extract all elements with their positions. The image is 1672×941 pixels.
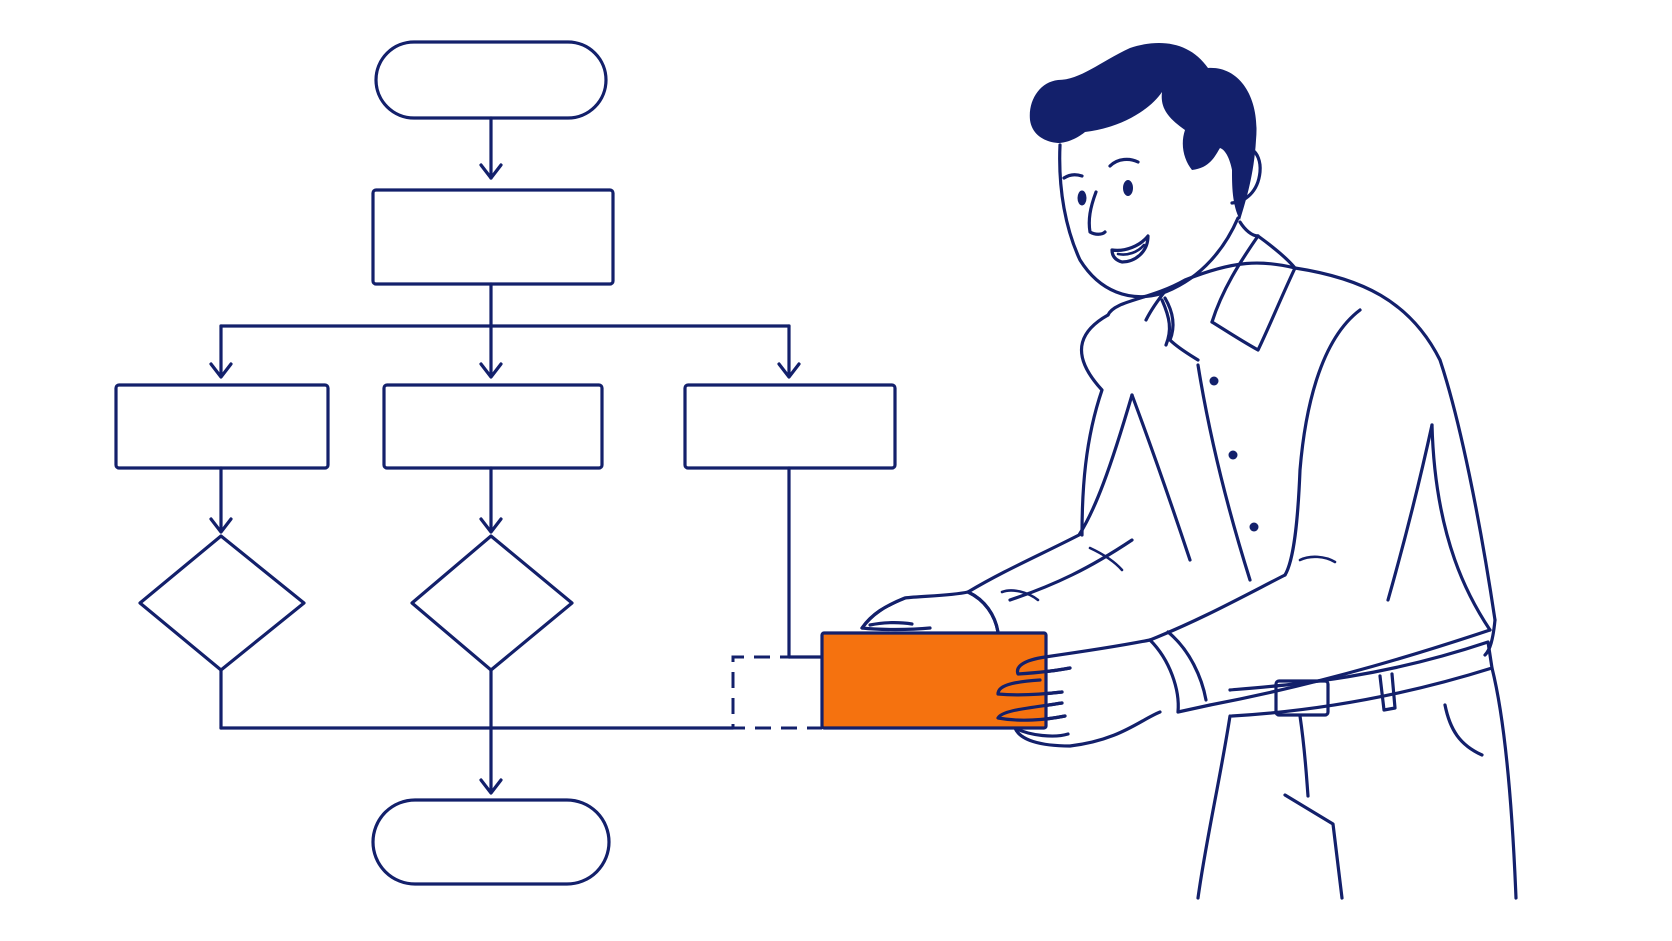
finger-overlay <box>996 678 1064 697</box>
decision-left-diamond <box>138 534 306 672</box>
dashed-placeholder-slot <box>731 655 822 730</box>
back-arm-outline-lower <box>1008 538 1134 602</box>
shirt-button <box>1249 522 1259 532</box>
process-main-box <box>371 188 615 286</box>
trouser-crotch <box>1283 793 1344 900</box>
collar-edge <box>1210 234 1260 324</box>
back-arm-outline-upper <box>966 393 1134 594</box>
front-forearm-top <box>1148 573 1287 642</box>
collar-right <box>1210 234 1297 352</box>
back-arm-sleeve-crease <box>1088 546 1124 572</box>
shirt-placket <box>1196 363 1252 582</box>
front-cuff <box>1148 638 1212 714</box>
eyebrow-right <box>1108 157 1140 168</box>
shirt-front-fold <box>1130 393 1192 562</box>
flowchart-nodes <box>114 40 897 886</box>
back-hand-overlay <box>860 596 907 630</box>
trouser-pocket <box>1443 703 1484 757</box>
belt-and-trousers <box>1196 640 1518 900</box>
shirt-back-outline <box>1080 313 1110 537</box>
torso-shirt <box>1080 234 1497 657</box>
collar-left <box>1163 296 1200 362</box>
front-forearm-bottom <box>1208 628 1492 707</box>
start-terminator <box>374 40 608 120</box>
trouser-fly <box>1298 714 1310 798</box>
front-elbow-crease <box>1298 555 1337 564</box>
arrowhead <box>209 517 233 534</box>
belt <box>1228 640 1494 718</box>
arrowhead <box>777 362 801 379</box>
back-hand-thumb <box>966 590 1000 634</box>
front-arm-upper-outline <box>1283 308 1362 577</box>
front-arm <box>996 308 1492 748</box>
trouser-right-outline <box>1490 666 1518 900</box>
face-outline <box>1058 143 1240 299</box>
shirt-button <box>1209 376 1219 386</box>
trouser-left-outline <box>1196 714 1232 900</box>
orange-flowchart-block <box>820 631 1048 730</box>
teeth-line <box>1116 243 1146 256</box>
hair <box>1029 42 1257 220</box>
end-terminator <box>371 798 611 886</box>
process-left-box <box>114 383 330 470</box>
front-arm-back-outline <box>1430 423 1492 632</box>
shirt-button <box>1228 450 1238 460</box>
shirt-hem-right <box>1483 618 1497 657</box>
flowchart-connectors <box>209 116 824 795</box>
eye-left <box>1077 190 1087 206</box>
back-thumb-overlay <box>966 590 1000 634</box>
collar-under <box>1160 298 1172 347</box>
person-figure <box>820 42 1518 900</box>
shirt-side-seam <box>1386 423 1434 602</box>
arrowhead <box>479 517 503 534</box>
nose <box>1087 190 1107 236</box>
front-cuff-edge <box>1166 630 1208 702</box>
belt-buckle <box>1274 679 1330 717</box>
arrowhead <box>209 362 233 379</box>
front-hand-palm <box>1013 710 1162 748</box>
eye-right <box>1123 180 1133 196</box>
arrowhead <box>479 163 503 180</box>
smile <box>1110 234 1150 264</box>
fingers-over-block <box>860 590 1072 722</box>
process-center-box <box>382 383 604 470</box>
head <box>1029 42 1262 299</box>
belt-loop <box>1378 672 1397 712</box>
finger-overlay <box>996 701 1067 722</box>
front-hand-pinky <box>1013 726 1070 738</box>
decision-center-diamond <box>410 534 574 672</box>
arrowhead <box>479 778 503 795</box>
back-cuff <box>1000 589 1040 602</box>
back-hand-finger <box>868 621 914 627</box>
eyebrow-left <box>1062 173 1084 180</box>
flowchart <box>114 40 897 886</box>
finger-overlay <box>1015 655 1072 676</box>
shirt-shoulder-outline <box>1106 261 1497 622</box>
arrowhead <box>479 362 503 379</box>
neck-right <box>1238 220 1260 238</box>
process-right-box <box>683 383 897 470</box>
